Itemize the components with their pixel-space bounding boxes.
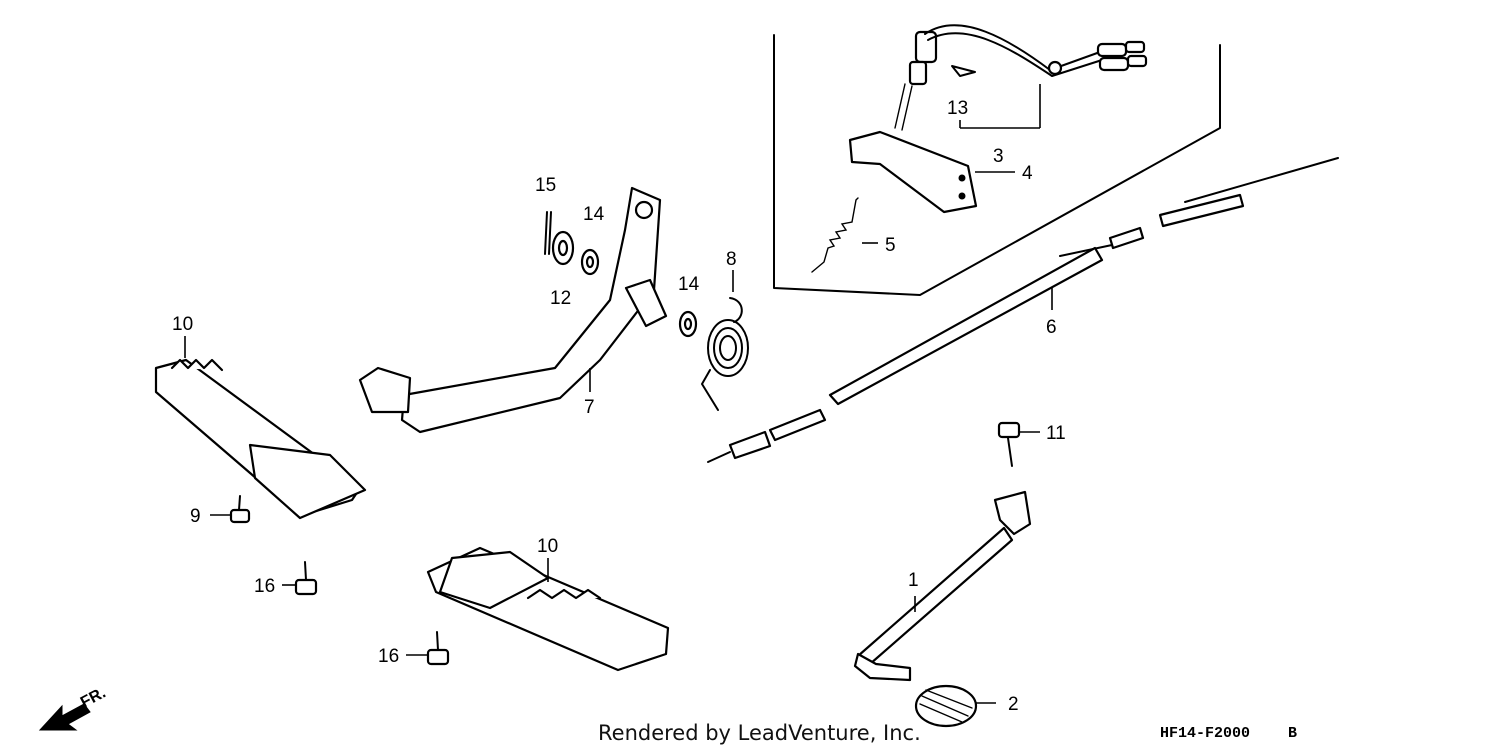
part-brake-cable xyxy=(707,157,1339,463)
callout-6: 6 xyxy=(1046,317,1057,338)
callout-2: 2 xyxy=(1008,694,1019,715)
leader-lines xyxy=(184,84,1053,704)
diagram-code: HF14-F2000 xyxy=(1160,725,1250,742)
part-bracket xyxy=(848,130,978,214)
part-torsion-spring xyxy=(701,297,749,411)
callout-11: 11 xyxy=(1046,423,1066,444)
part-switch-wire xyxy=(894,24,1148,131)
callout-9: 9 xyxy=(190,506,201,527)
callout-16-lower: 16 xyxy=(378,646,399,667)
front-direction-arrow-icon: FR. xyxy=(38,684,109,731)
callout-4: 4 xyxy=(1022,163,1033,184)
credit-text: Rendered by LeadVenture, Inc. xyxy=(598,721,921,745)
callout-14-lower: 14 xyxy=(678,274,700,295)
callout-10-right: 10 xyxy=(537,536,558,557)
callout-16-upper: 16 xyxy=(254,576,275,597)
part-footpeg-right xyxy=(426,546,670,672)
part-bolt-16-upper xyxy=(294,561,318,596)
diagram-code-suffix: B xyxy=(1288,725,1297,742)
part-return-spring xyxy=(811,197,859,273)
part-footpeg-left xyxy=(154,358,367,520)
inset-frame xyxy=(773,34,1221,296)
part-bolt-11 xyxy=(997,421,1021,467)
part-shift-rubber xyxy=(914,684,978,728)
part-brake-pedal-arm xyxy=(358,186,668,434)
callout-3: 3 xyxy=(993,146,1004,167)
callout-1: 1 xyxy=(908,570,919,591)
part-bolt-9 xyxy=(229,495,251,524)
callout-7: 7 xyxy=(584,397,595,418)
callout-10-left: 10 xyxy=(172,314,193,335)
callout-8: 8 xyxy=(726,249,737,270)
part-bolt-16-lower xyxy=(426,631,450,666)
part-shift-lever xyxy=(853,490,1032,682)
callout-15: 15 xyxy=(535,175,556,196)
part-cotter-pin-15 xyxy=(544,211,552,255)
callout-13: 13 xyxy=(947,98,968,119)
callout-14-upper: 14 xyxy=(583,204,605,225)
callout-5: 5 xyxy=(885,235,896,256)
callout-12: 12 xyxy=(550,288,571,309)
